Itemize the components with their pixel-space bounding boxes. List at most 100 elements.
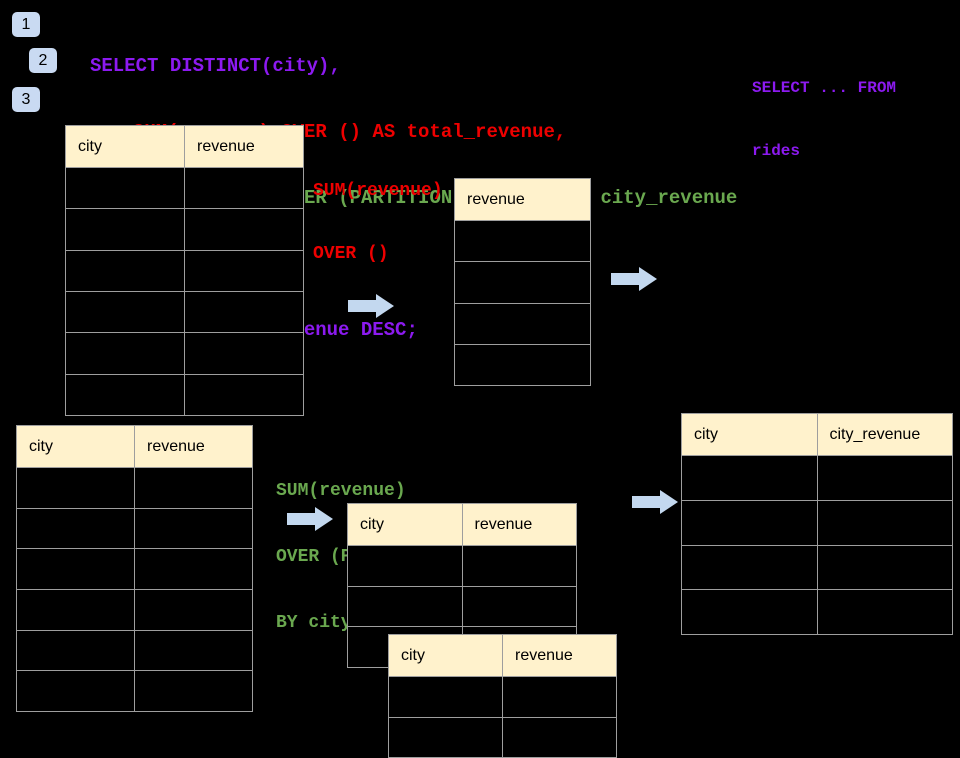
annotation-total-revenue: SUM(revenue) OVER () [313,139,443,307]
column-header: revenue [185,126,303,168]
column-header: city_revenue [817,414,952,456]
table-cell [455,221,590,263]
table-cell [503,677,616,718]
table-cell [682,500,818,546]
select-from-note: SELECT ... FROM rides [752,36,896,204]
table-cell [17,549,135,591]
table-cell [462,587,576,628]
table-cell [17,630,135,672]
table-row [455,221,590,263]
table-cell [185,375,303,415]
table-row [682,500,952,546]
table-cell [135,549,252,591]
table-cell [17,508,135,550]
table-cell [66,209,185,251]
table-row [455,304,590,345]
step-badge-1: 1 [12,12,40,37]
table-cell [66,250,185,292]
table-cell [66,374,185,415]
arrow-right-icon [348,294,394,318]
table-cell [66,333,185,375]
table-row [389,717,616,758]
annotation-total-line1: SUM(revenue) [313,181,443,201]
table-cell [817,501,952,546]
table-cell [185,251,303,292]
table-cell [455,262,590,304]
table-cell [17,468,135,509]
table-cell [135,631,252,672]
table-cell [455,345,590,385]
table-cell [185,209,303,251]
table-cell [389,677,503,718]
table-cell [503,718,616,758]
column-header: city [17,426,135,468]
table-row [17,630,252,672]
table-cell [462,546,576,587]
table-row [455,345,590,385]
arrow-right-icon [287,507,333,531]
step-badge-2: 2 [29,48,57,73]
table-cell [135,590,252,631]
sql-line-select: SELECT DISTINCT(city), [90,55,341,77]
table-cell [817,456,952,501]
table-cell [389,717,503,757]
table-row [348,546,576,587]
table-row [66,250,303,292]
column-header: revenue [455,179,590,221]
slide-canvas: 1 2 3 SELECT DISTINCT(city), SUM(revenue… [12,12,953,758]
table-row [17,508,252,550]
table-row [455,262,590,304]
table-row [17,549,252,591]
table-cell [135,509,252,550]
table-cell [135,671,252,711]
column-header: revenue [503,635,616,677]
column-header: city [682,414,818,456]
table-cell [135,468,252,509]
step-badge-3: 3 [12,87,40,112]
table-cell [818,590,953,634]
column-header: revenue [462,504,576,546]
table-cell [682,590,818,634]
table-row [17,671,252,712]
table-cell [66,168,185,210]
annotation-partition-line1: SUM(revenue) [276,481,406,501]
table-total-revenue-result: revenue [454,178,591,386]
table-row [66,168,303,210]
arrow-right-icon [611,267,657,291]
table-row [17,590,252,631]
column-header: city [348,504,463,546]
annotation-total-line2: OVER () [313,244,389,264]
table-row [66,209,303,251]
arrow-right-icon [632,490,678,514]
table-row [17,468,252,509]
table-row [682,590,952,634]
table-cell [682,545,818,591]
table-row [66,374,303,415]
table-cell [455,304,590,345]
table-row [348,586,576,628]
table-cell [185,292,303,334]
column-header: city [389,635,503,677]
column-header: city [66,126,185,168]
table-cell [185,333,303,375]
column-header: revenue [135,426,252,468]
table-cell [66,291,185,334]
table-cell [348,546,463,587]
table-cell [682,456,818,501]
select-from-note-line1: SELECT ... FROM [752,79,897,97]
table-cell [17,671,135,712]
table-row [66,333,303,375]
table-cell [185,168,303,210]
table-row [389,677,616,718]
table-row [66,291,303,334]
select-from-note-line2: rides [752,142,801,160]
table-row [682,545,952,591]
